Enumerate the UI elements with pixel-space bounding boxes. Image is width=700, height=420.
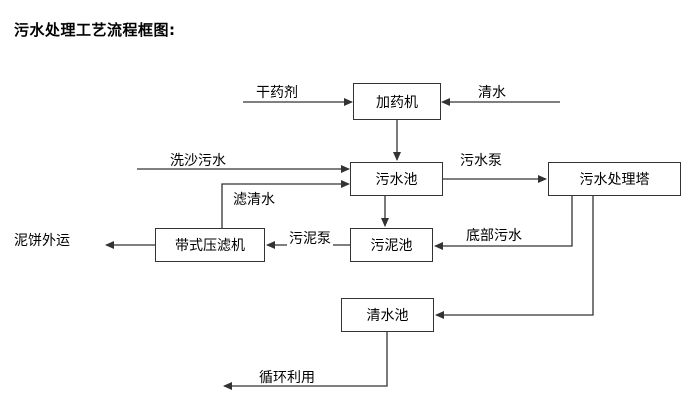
- node-sludge-pool[interactable]: 污泥池: [350, 228, 433, 262]
- node-label-dosing-machine: 加药机: [376, 94, 418, 111]
- edge-label-dry-chemical: 干药剂: [256, 85, 298, 101]
- node-wastewater-pool[interactable]: 污水池: [350, 162, 443, 196]
- node-label-clean-water-pool: 清水池: [366, 308, 409, 324]
- edge-label-sand-wash-sewage: 洗沙污水: [170, 153, 226, 169]
- page-title: 污水处理工艺流程框图:: [14, 21, 176, 39]
- node-dosing-machine[interactable]: 加药机: [353, 83, 441, 120]
- terminal-label-mud-cake-out: 泥饼外运: [14, 233, 70, 249]
- node-treatment-tower[interactable]: 污水处理塔: [548, 162, 681, 196]
- node-label-wastewater-pool: 污水池: [375, 172, 418, 188]
- node-label-sludge-pool: 污泥池: [370, 238, 413, 254]
- edge-tower-bottom-sewage-to-sludge-pool: [434, 196, 573, 250]
- edge-filtered-water-to-wastewater-pool: [221, 180, 350, 228]
- node-belt-filter-press[interactable]: 带式压滤机: [155, 228, 265, 262]
- node-label-treatment-tower: 污水处理塔: [579, 172, 650, 188]
- edge-label-clean-water-in: 清水: [478, 85, 506, 101]
- edge-tower-to-clean-water-pool: [435, 196, 594, 319]
- node-label-belt-filter-press: 带式压滤机: [175, 238, 245, 254]
- edge-label-bottom-sewage: 底部污水: [466, 228, 522, 244]
- edge-label-filtered-water: 滤清水: [233, 192, 275, 208]
- edge-label-recycle-reuse: 循环利用: [259, 370, 315, 386]
- node-clean-water-pool[interactable]: 清水池: [341, 298, 434, 332]
- edge-clean-water-pool-to-reuse: [223, 332, 388, 390]
- edge-label-sludge-pump: 污泥泵: [287, 228, 333, 248]
- edge-label-sewage-pump: 污水泵: [460, 153, 502, 169]
